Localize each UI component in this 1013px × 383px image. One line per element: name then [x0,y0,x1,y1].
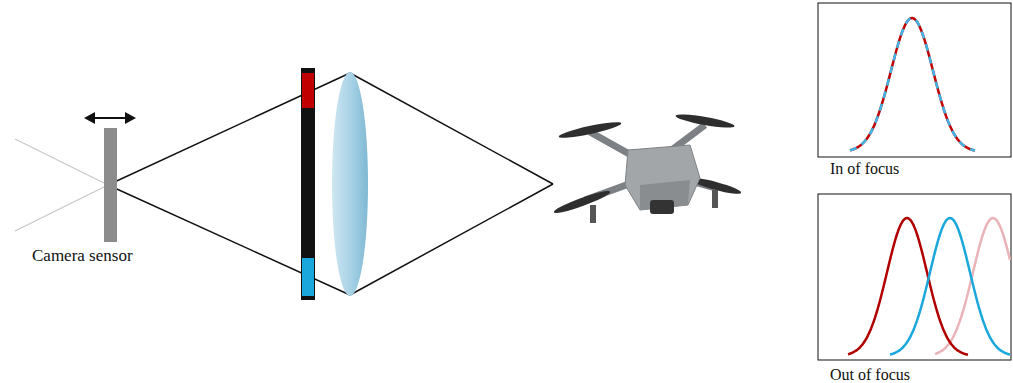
in-focus-blue-curve [850,18,975,150]
propeller [558,119,622,140]
red-filter [302,73,314,108]
shifted-red-curve [848,218,968,355]
sensor-label: Camera sensor [32,247,133,264]
light-ray [350,73,553,184]
lens [332,72,368,296]
blue-filter [302,258,314,296]
camera-sensor [104,128,117,242]
shifted-blue-curve [890,218,1010,354]
plot-frame [818,194,1011,360]
motor [712,190,718,208]
extended-ray [15,139,108,185]
motor [590,205,596,223]
aperture-mask [301,68,315,300]
extended-ray [15,185,108,231]
drone [552,112,742,223]
arrow-head [125,112,136,124]
plot-label: Out of focus [830,367,910,383]
plot-label: In of focus [830,161,899,177]
light-ray [350,184,553,295]
propeller [552,188,611,216]
in-focus-red-curve [850,18,975,150]
drone-camera [650,200,674,214]
move-arrow [92,117,128,119]
arrow-head [84,112,95,124]
plot-frame [818,3,1011,157]
propeller [675,112,735,130]
